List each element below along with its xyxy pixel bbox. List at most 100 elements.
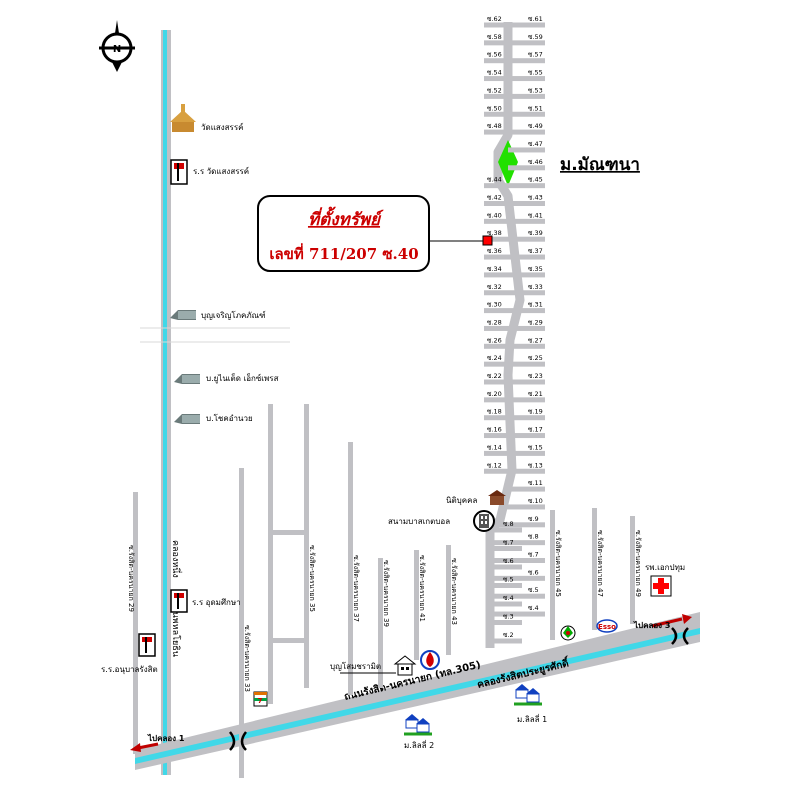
soi-label-left: ซ.24 — [487, 354, 502, 362]
soi-branch-left — [484, 93, 508, 99]
property-marker[interactable] — [482, 235, 493, 246]
warehouse-label: บุญเจริญโภคภัณฑ์ — [201, 310, 266, 320]
soi-label-right: ซ.29 — [528, 318, 543, 326]
soi-branch-right — [490, 611, 545, 617]
soi-branch-right — [508, 111, 545, 117]
soi-branch-left — [484, 397, 510, 403]
soi-branch-lower — [490, 546, 522, 551]
soi-label-right: ซ.57 — [528, 51, 543, 59]
soi-label-right: ซ.8 — [528, 533, 539, 541]
soi-label-right: ซ.11 — [528, 479, 543, 487]
soi-branch-right — [508, 165, 545, 171]
soi-branch-left — [484, 254, 516, 260]
school-udom-label: ร.ร อุดมศึกษา — [192, 598, 241, 607]
traffic-arrow-icon — [130, 742, 159, 752]
soi45-label: ซ.รังสิต-นครนายก 45 — [554, 530, 562, 597]
building-icon — [174, 374, 200, 384]
soi-label-right: ซ.46 — [528, 158, 543, 166]
soi33-label: ซ.รังสิต-นครนายก 33 — [243, 625, 251, 692]
soi-label-lower: ซ.4 — [503, 594, 514, 602]
village-name: ม.มัณฑนา — [560, 155, 640, 175]
soi-branch-right — [490, 558, 545, 563]
temple-label: วัดแสงสรรค์ — [201, 122, 243, 132]
roundabout-icon — [671, 627, 689, 645]
soi-label-left: ซ.40 — [487, 211, 502, 219]
soi-label-left: ซ.34 — [487, 265, 502, 273]
svg-text:Esso: Esso — [598, 623, 616, 631]
soi-branch-right — [510, 433, 545, 439]
soi-branch-left — [484, 218, 511, 224]
soi-branch-right — [512, 236, 545, 242]
soi-label-left: ซ.44 — [487, 176, 502, 184]
soi29-label: ซ.รังสิต-นครนายก 29 — [127, 545, 135, 612]
soi-branch-left — [484, 325, 513, 331]
soi-label-left: ซ.48 — [487, 122, 502, 130]
to-klong1-label: ไปคลอง 1 — [147, 733, 185, 743]
soi-label-left: ซ.14 — [487, 443, 502, 451]
soi-branch-right — [508, 201, 545, 206]
soi-branch-right — [511, 468, 545, 474]
school-anuban-label: ร.ร.อนุบาลรังสิต — [101, 665, 158, 674]
soi35-label: ซ.รังสิต-นครนายก 35 — [308, 545, 316, 612]
club-label: นิติบุคคล — [446, 496, 477, 505]
soi47-label: ซ.รังสิต-นครนายก 47 — [596, 530, 604, 597]
soi-branch-right — [510, 218, 545, 224]
soi-branch-right — [490, 593, 545, 599]
soi-branch-lower — [490, 527, 522, 533]
football-label: สนามบาสเกตบอล — [388, 517, 450, 526]
soi-branch-right — [511, 450, 545, 456]
soi-branch-right — [508, 379, 545, 385]
soi-branch-left — [484, 290, 520, 296]
house-icon — [488, 490, 506, 505]
soi-label-right: ซ.4 — [528, 604, 539, 612]
soi-label-right: ซ.61 — [528, 15, 543, 23]
hospital-cross-icon — [650, 575, 672, 597]
soi-branch-right — [490, 540, 545, 546]
soi-label-lower: ซ.7 — [503, 539, 514, 547]
soi-branch-lower — [490, 620, 522, 625]
soi-branch-right — [508, 361, 545, 367]
soi-branch-right — [508, 147, 545, 153]
temple-icon — [170, 104, 196, 132]
soi-branch-left — [484, 361, 509, 367]
soi-label-left: ซ.32 — [487, 283, 502, 291]
soi-label-left: ซ.30 — [487, 301, 502, 309]
soi-branch-right — [508, 58, 545, 64]
soi-label-lower: ซ.2 — [503, 631, 514, 639]
soi-label-right: ซ.13 — [528, 461, 543, 469]
soi-label-lower: ซ.8 — [503, 520, 514, 528]
soi-branch-left — [484, 236, 513, 242]
soi49-label: ซ.รังสิต-นครนายก 49 — [634, 530, 642, 597]
soi-branch-left — [484, 183, 508, 189]
soi-label-right: ซ.43 — [528, 194, 543, 202]
soi-label-right: ซ.9 — [528, 515, 539, 523]
roundabout-icon — [228, 731, 248, 751]
soi-label-right: ซ.19 — [528, 408, 543, 416]
boonsom-label: บุญโสมชรามิต — [330, 661, 381, 671]
soi-branch-right — [515, 254, 545, 260]
soi-branch-lower — [490, 564, 522, 570]
building-icon — [473, 510, 495, 532]
soi-label-right: ซ.55 — [528, 69, 543, 77]
soi-branch-right — [508, 183, 545, 189]
soi-label-right: ซ.35 — [528, 265, 543, 273]
traffic-arrow-icon — [651, 614, 692, 628]
soi-branch-right — [508, 40, 545, 46]
soi-label-lower: ซ.6 — [503, 557, 514, 565]
soi-label-left: ซ.52 — [487, 86, 502, 94]
soi-label-left: ซ.26 — [487, 336, 502, 344]
property-title: ที่ตั้งทรัพย์ — [308, 206, 384, 230]
soi-label-left: ซ.50 — [487, 104, 502, 112]
vertical-road-label: ถนนพหลโยธิน — [170, 600, 181, 657]
soi-label-right: ซ.21 — [528, 390, 543, 398]
soi-label-right: ซ.41 — [528, 211, 543, 219]
soi-branch-left — [484, 272, 518, 278]
building-icon — [170, 310, 196, 320]
soi-label-left: ซ.16 — [487, 426, 502, 434]
soi39-label: ซ.รังสิต-นครนายก 39 — [382, 560, 390, 627]
soi-label-left: ซ.20 — [487, 390, 502, 398]
soi-label-left: ซ.38 — [487, 229, 502, 237]
soi-branch-right — [508, 93, 545, 99]
soi-branch-left — [484, 415, 510, 421]
